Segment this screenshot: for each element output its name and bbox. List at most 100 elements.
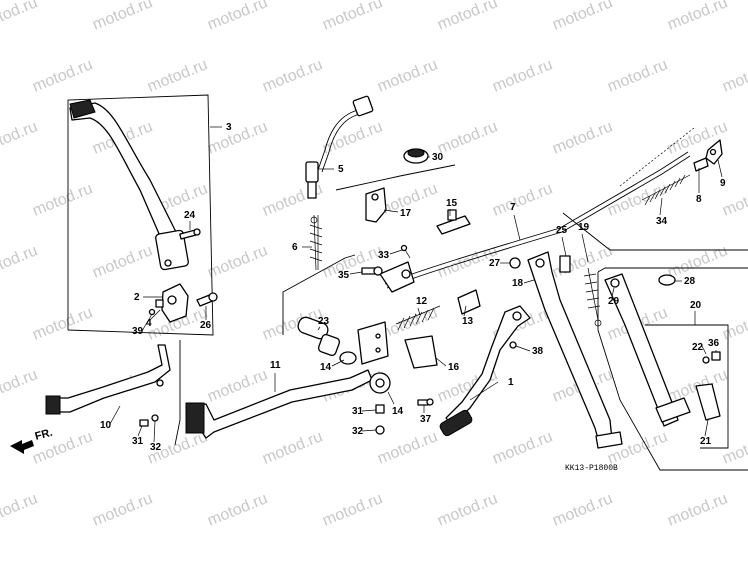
watermark-text: motod.ru [435,118,500,157]
callout-label-c30: 30 [432,152,444,163]
leader-line-c14b [387,391,395,405]
leader-line-c22 [701,345,707,355]
watermark-text: motod.ru [720,56,748,95]
callout-label-c26: 26 [200,320,212,331]
main-stand-18 [527,251,623,449]
leader-line-c12 [417,307,421,316]
callout-label-c37: 37 [420,414,432,425]
callout-label-c6: 6 [292,242,298,253]
callout-label-c33: 33 [378,250,390,261]
kick-starter-box [67,94,214,336]
leader-line-c31a [361,409,377,412]
watermark-text: motod.ru [260,428,325,467]
callout-label-c31a: 31 [352,406,364,417]
callout-label-c12: 12 [416,296,428,307]
watermark-text: motod.ru [550,490,615,529]
leader-line-c21 [704,419,709,437]
leader-line-c7 [513,214,521,241]
leader-line-c9 [717,159,723,178]
leader-line-c18 [523,279,535,284]
watermark-text: motod.ru [0,118,40,157]
diagram-code: KK13-P1800B [565,464,618,473]
watermark-text: motod.ru [205,0,270,34]
forward-direction-arrow [10,440,34,454]
watermark-text: motod.ru [375,428,440,467]
leader-lines [109,126,723,443]
watermark-text: motod.ru [30,56,95,95]
watermark-text: motod.ru [320,0,385,34]
stand-spring-19 [509,255,602,327]
callout-labels: 1234567891011121314141516171819202122232… [100,122,726,453]
leader-line-c34 [659,197,663,216]
callout-label-c7: 7 [510,202,516,213]
callout-label-c36: 36 [708,338,720,349]
watermark-text: motod.ru [205,118,270,157]
callout-label-c34: 34 [656,216,668,227]
callout-label-c35: 35 [338,270,350,281]
callout-label-c11: 11 [270,360,281,371]
callout-label-c3: 3 [226,122,232,133]
grommet-30 [403,148,429,164]
callout-label-c1: 1 [508,377,514,388]
callout-label-c38: 38 [532,346,544,357]
watermark-text: motod.ru [320,242,385,281]
watermark-text: motod.ru [490,180,555,219]
sidestand-subbox [645,324,729,449]
watermark-text: motod.ru [90,0,155,34]
watermark-text: motod.ru [90,242,155,281]
watermark-text: motod.ru [550,118,615,157]
callout-label-c31b: 31 [132,436,144,447]
callout-label-c22: 22 [692,342,704,353]
callout-label-c14b: 14 [392,406,404,417]
watermark-text: motod.ru [0,242,40,281]
callout-label-c25: 25 [556,225,568,236]
leader-line-c38 [515,345,531,352]
callout-label-c21: 21 [700,436,712,447]
cable-box-right [562,212,748,251]
watermark-text: motod.ru [605,56,670,95]
watermark-text: motod.ru [145,56,210,95]
leader-line-c16 [435,357,447,367]
brake-box [174,340,181,446]
watermark-text: motod.ru [720,304,748,343]
leader-line-c10 [109,405,121,425]
bracket-17 [365,187,387,223]
leader-line-c25 [561,236,567,257]
watermark-text: motod.ru [205,242,270,281]
callout-label-c8: 8 [696,194,702,205]
callout-label-c2: 2 [134,292,140,303]
cable-adjuster [641,139,723,206]
callout-label-c24: 24 [184,210,196,221]
leader-line-c14a [331,359,345,367]
watermark-text: motod.ru [30,180,95,219]
watermark-text: motod.ru [0,0,40,34]
watermark-text: motod.ru [0,490,40,529]
bolt-26 [196,292,218,307]
shift-fasteners [139,398,434,435]
stand-box-bottom [597,272,748,471]
pivot-23-and-springs [297,289,481,369]
pin-33-bolt-35 [361,244,411,276]
leader-line-c31b [137,425,143,437]
leader-line-c32b [153,420,156,443]
watermark-text: motod.ru [665,0,730,34]
watermark-layer: motod.ru motod.ru motod.ru motod.ru motod.ru… [0,0,748,530]
direction-label: FR. [34,427,54,443]
watermark-text: motod.ru [490,56,555,95]
callout-label-c19: 19 [578,222,590,233]
leader-line-c1 [469,381,499,401]
watermark-text: motod.ru [320,118,385,157]
callout-label-c9: 9 [720,178,726,189]
watermark-text: motod.ru [435,0,500,34]
callout-label-c4: 4 [146,318,152,329]
callout-label-c17: 17 [400,208,412,219]
leader-line-c13 [463,305,467,317]
watermark-text: motod.ru [205,366,270,405]
watermark-text: motod.ru [375,56,440,95]
leader-line-c23 [317,326,321,331]
kick-pivot-joint [148,283,189,323]
callout-label-c23: 23 [318,316,330,327]
watermark-text: motod.ru [90,490,155,529]
callout-label-c32b: 32 [150,442,162,453]
